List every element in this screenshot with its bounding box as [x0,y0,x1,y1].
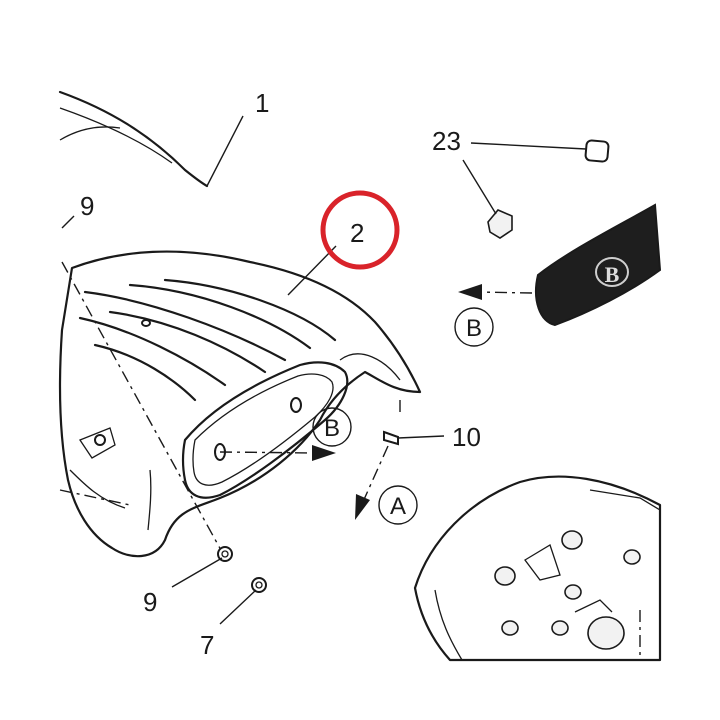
direction-arrows [219,284,533,520]
callout-9-top: 9 [80,191,94,221]
view-letter-b-right-text: B [466,315,482,342]
emblem-letter: B [605,262,620,287]
callout-10: 10 [452,422,481,452]
callout-9-bottom: 9 [143,587,157,617]
part-2-seat-cowl [58,250,422,558]
view-letter-a-text: A [390,493,406,520]
callout-2: 2 [350,218,364,248]
callout-23: 23 [432,126,461,156]
view-letter-b-center-text: B [324,415,340,442]
lower-tray-part [413,475,662,662]
fasteners [217,546,267,593]
callout-7: 7 [200,630,214,660]
view-letter-b-right: B [454,307,494,347]
highlight-circle [320,190,400,270]
assembly-axes [59,261,401,553]
part-10-clip [383,430,399,446]
part-23-caps [487,139,610,239]
leader-lines [61,115,587,625]
callout-1: 1 [255,88,269,118]
part-1-fender-edge [58,90,209,188]
view-letter-a: A [378,485,418,525]
callout-labels: 1 2 23 9 10 9 7 [80,88,481,660]
badge-emblem-plate: B [534,203,662,327]
view-letter-b-center: B [312,407,352,447]
